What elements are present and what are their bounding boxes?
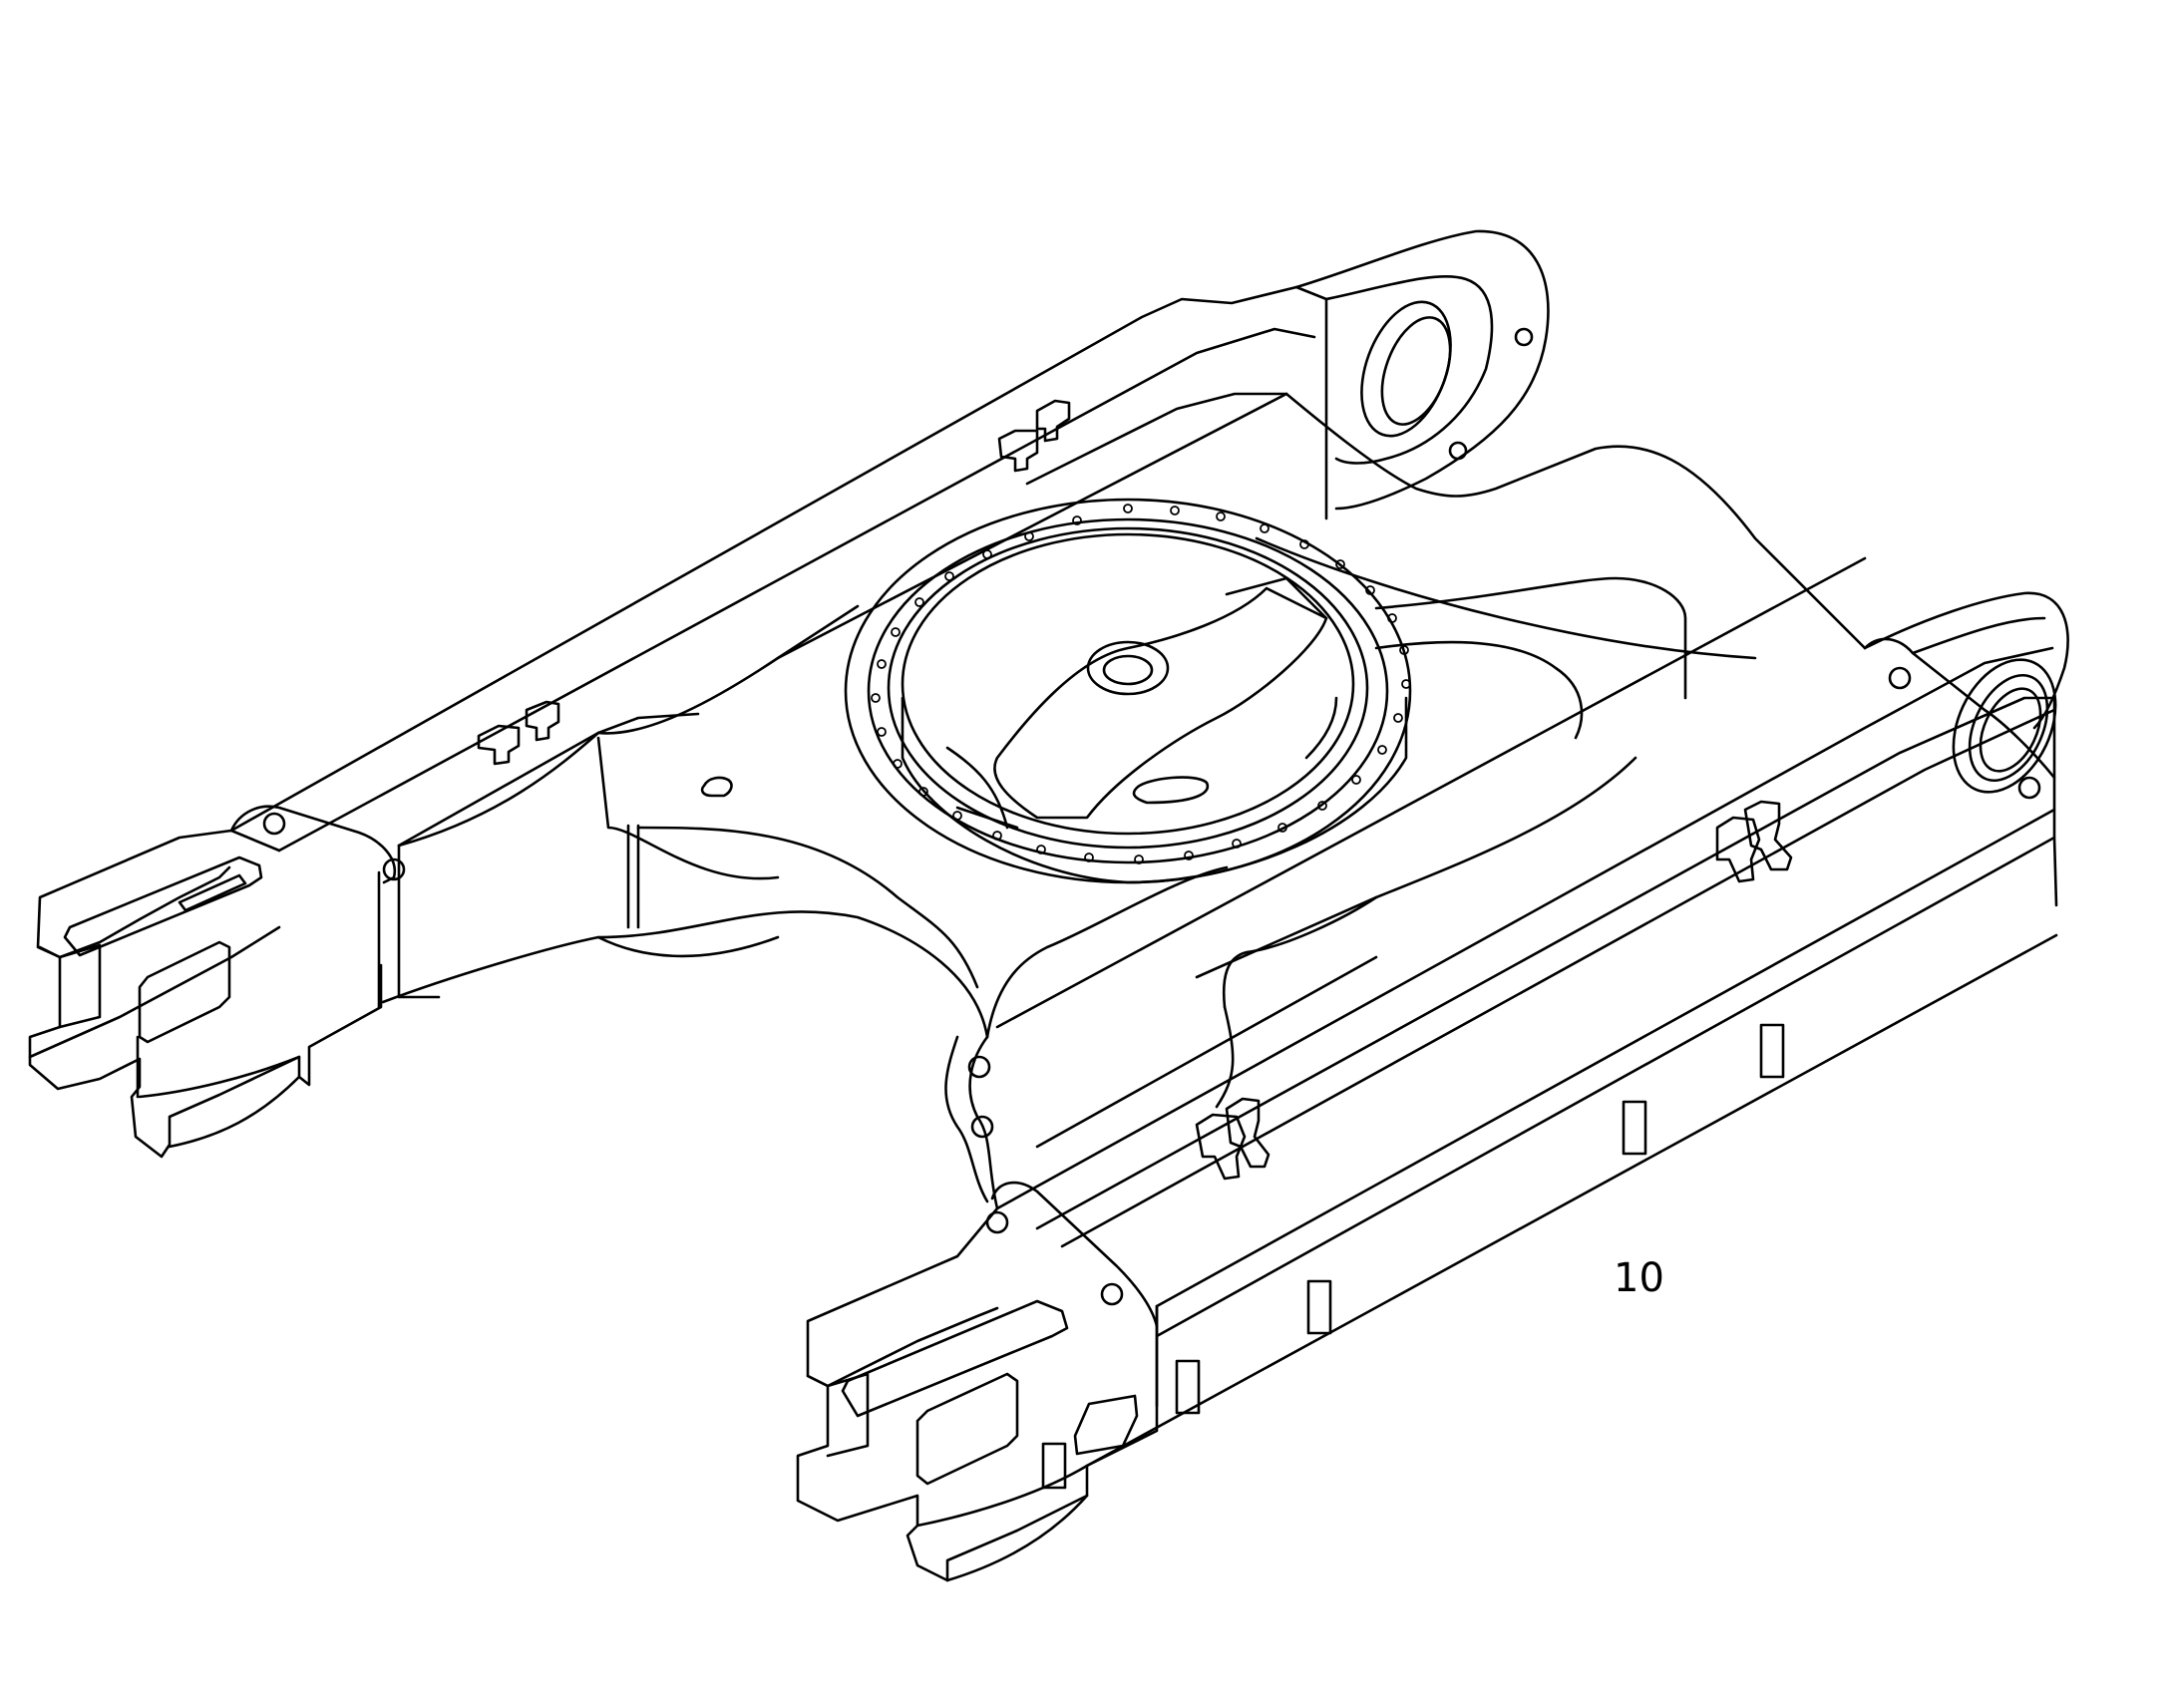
part-number-callout: 10 (1614, 1255, 1664, 1301)
swing-bearing-ring (844, 498, 1412, 884)
left-side-frame (28, 285, 1328, 1159)
right-side-frame (796, 637, 2058, 1582)
bolt-holes (871, 504, 1411, 864)
drive-housing-left (1294, 229, 1550, 520)
drive-housing-right (1863, 591, 2069, 794)
center-car-body (377, 392, 1867, 1210)
